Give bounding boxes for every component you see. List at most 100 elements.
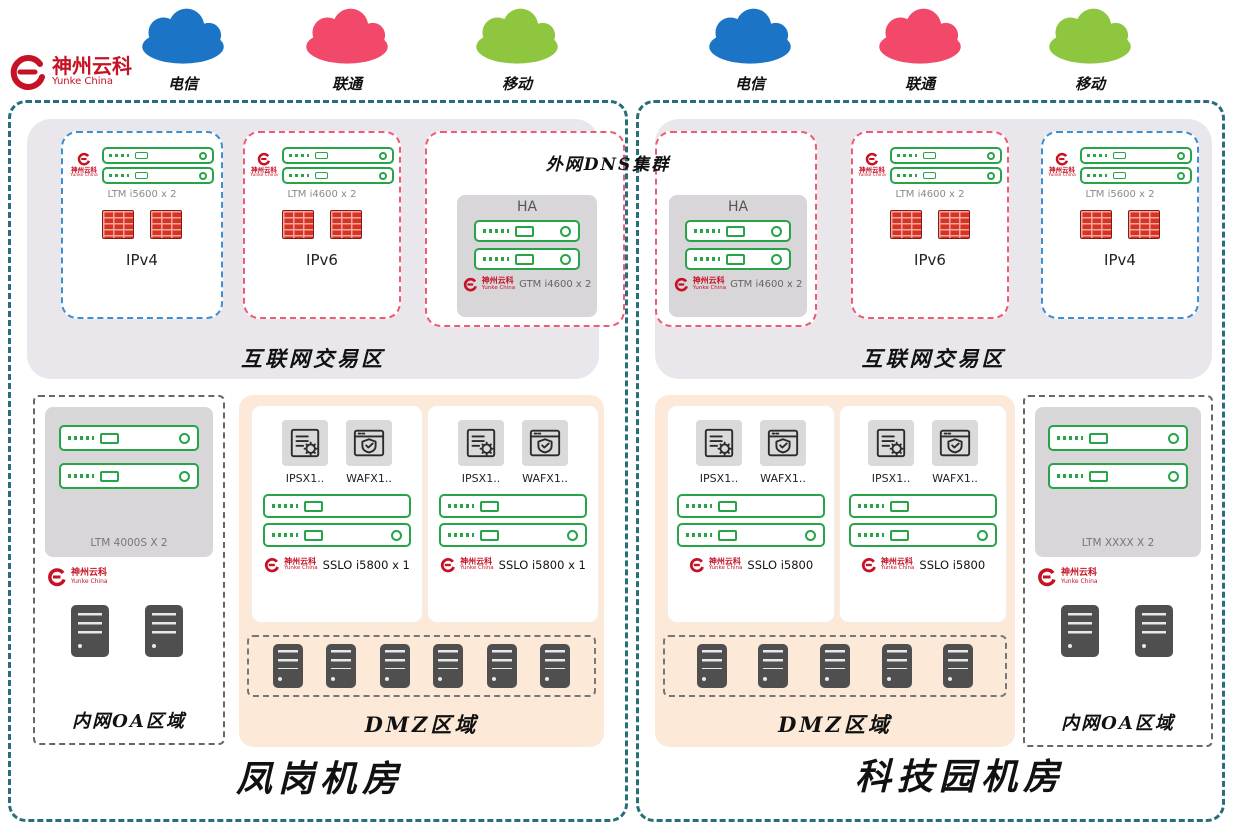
adc-device-icon: [889, 167, 1002, 184]
server-icon: [943, 644, 974, 688]
oa-zone-label: 内网OA区域: [1061, 713, 1175, 734]
adc-device-icon: [1079, 167, 1192, 184]
firewall-icon: [1128, 210, 1160, 239]
waf-label: WAFX1..: [760, 472, 806, 485]
brand-sub: Yunke China: [708, 565, 743, 572]
dmz-zone-label: DMZ区域: [364, 712, 479, 737]
ips-item: IPSX1..: [696, 420, 742, 485]
brand-sub: Yunke China: [481, 284, 516, 291]
yunke-logo-icon: [48, 568, 66, 587]
oa-device-group: LTM XXXX X 2: [1035, 407, 1201, 557]
waf-label: WAFX1..: [522, 472, 568, 485]
yunke-logo-icon: [441, 558, 456, 573]
isp-cloud-unicom-right: 联通: [858, 6, 982, 94]
sslo-label: SSLO i5800: [747, 558, 814, 572]
ips-icon: [282, 420, 328, 466]
internet-zone-label: 互联网交易区: [861, 346, 1006, 371]
company-logo: 神州云科 Yunke China: [8, 52, 132, 92]
brand-name: 神州云科: [859, 166, 885, 175]
sslo-label: SSLO i5800 x 1: [322, 558, 410, 572]
firewall-icon: [150, 210, 182, 239]
brand-sub: Yunke China: [71, 577, 108, 585]
isp-cloud-unicom-left: 联通: [285, 6, 409, 94]
firewall-icon: [282, 210, 314, 239]
brand-sub: Yunke China: [692, 284, 727, 291]
isp-cloud-telecom-left: 电信: [121, 6, 245, 94]
brand-name: 神州云科: [692, 276, 725, 286]
yunke-logo-icon: [265, 558, 280, 573]
yunke-logo-icon: [1038, 568, 1056, 587]
brand-name: 神州云科: [71, 568, 108, 579]
ips-item: IPSX1..: [282, 420, 328, 485]
brand-sub: Yunke China: [70, 173, 98, 179]
ips-icon: [696, 420, 742, 466]
dns-cluster-title: 外网DNS集群: [545, 155, 671, 175]
server-icon: [1135, 605, 1173, 657]
sslo-device-icon: [849, 523, 997, 547]
cloud-label: 电信: [734, 75, 765, 93]
brand-name: 神州云科: [460, 556, 493, 566]
ha-label: HA: [727, 199, 749, 215]
sslo-device-icon: [677, 494, 825, 518]
sslo-device-icon: [439, 523, 587, 547]
waf-label: WAFX1..: [346, 472, 392, 485]
cloud-icon: [476, 8, 558, 64]
yunke-logo-icon: [1055, 153, 1069, 166]
ips-label: IPSX1..: [699, 472, 739, 485]
isp-cloud-telecom-right: 电信: [688, 6, 812, 94]
brand-sub: Yunke China: [858, 173, 886, 179]
cloud-label: 移动: [1074, 75, 1105, 93]
firewall-icon: [1080, 210, 1112, 239]
cloud-icon: [1049, 8, 1131, 64]
yunke-logo-icon: [10, 55, 45, 90]
waf-icon: [760, 420, 806, 466]
firewall-icon: [102, 210, 134, 239]
adc-device-icon: [1079, 147, 1192, 164]
brand-sub: Yunke China: [284, 565, 318, 572]
adc-device-icon: [281, 167, 394, 184]
brand-name: 神州云科: [1061, 568, 1098, 579]
brand-name: 神州云科: [251, 166, 277, 175]
dmz-server-row: [247, 635, 596, 697]
oa-zone-label: 内网OA区域: [72, 711, 186, 732]
waf-item: WAFX1..: [522, 420, 568, 485]
ips-label: IPSX1..: [285, 472, 325, 485]
server-icon: [1061, 605, 1099, 657]
ltm-device-stack: [101, 147, 214, 184]
yunke-logo-icon: [861, 558, 876, 573]
device-label: LTM i4600 x 2: [287, 189, 357, 200]
isp-cloud-mobile-left: 移动: [455, 6, 579, 94]
ltm-device-icon: [1048, 425, 1188, 451]
brand-name: 神州云科: [52, 54, 132, 79]
gtm-device-label: GTM i4600 x 2: [730, 279, 803, 290]
server-icon: [71, 605, 109, 657]
ipv6-label: IPv6: [306, 251, 338, 269]
oa-device-group: LTM 4000S X 2: [45, 407, 213, 557]
sslo-label: SSLO i5800 x 1: [498, 558, 586, 572]
gtm-device-label: GTM i4600 x 2: [519, 279, 592, 290]
cloud-label: 移动: [501, 75, 532, 93]
brand-name: 神州云科: [1049, 166, 1075, 175]
brand-name: 神州云科: [284, 556, 317, 566]
gtm-device-icon: [685, 248, 791, 270]
firewall-icon: [890, 210, 922, 239]
gtm-device-icon: [685, 220, 791, 242]
